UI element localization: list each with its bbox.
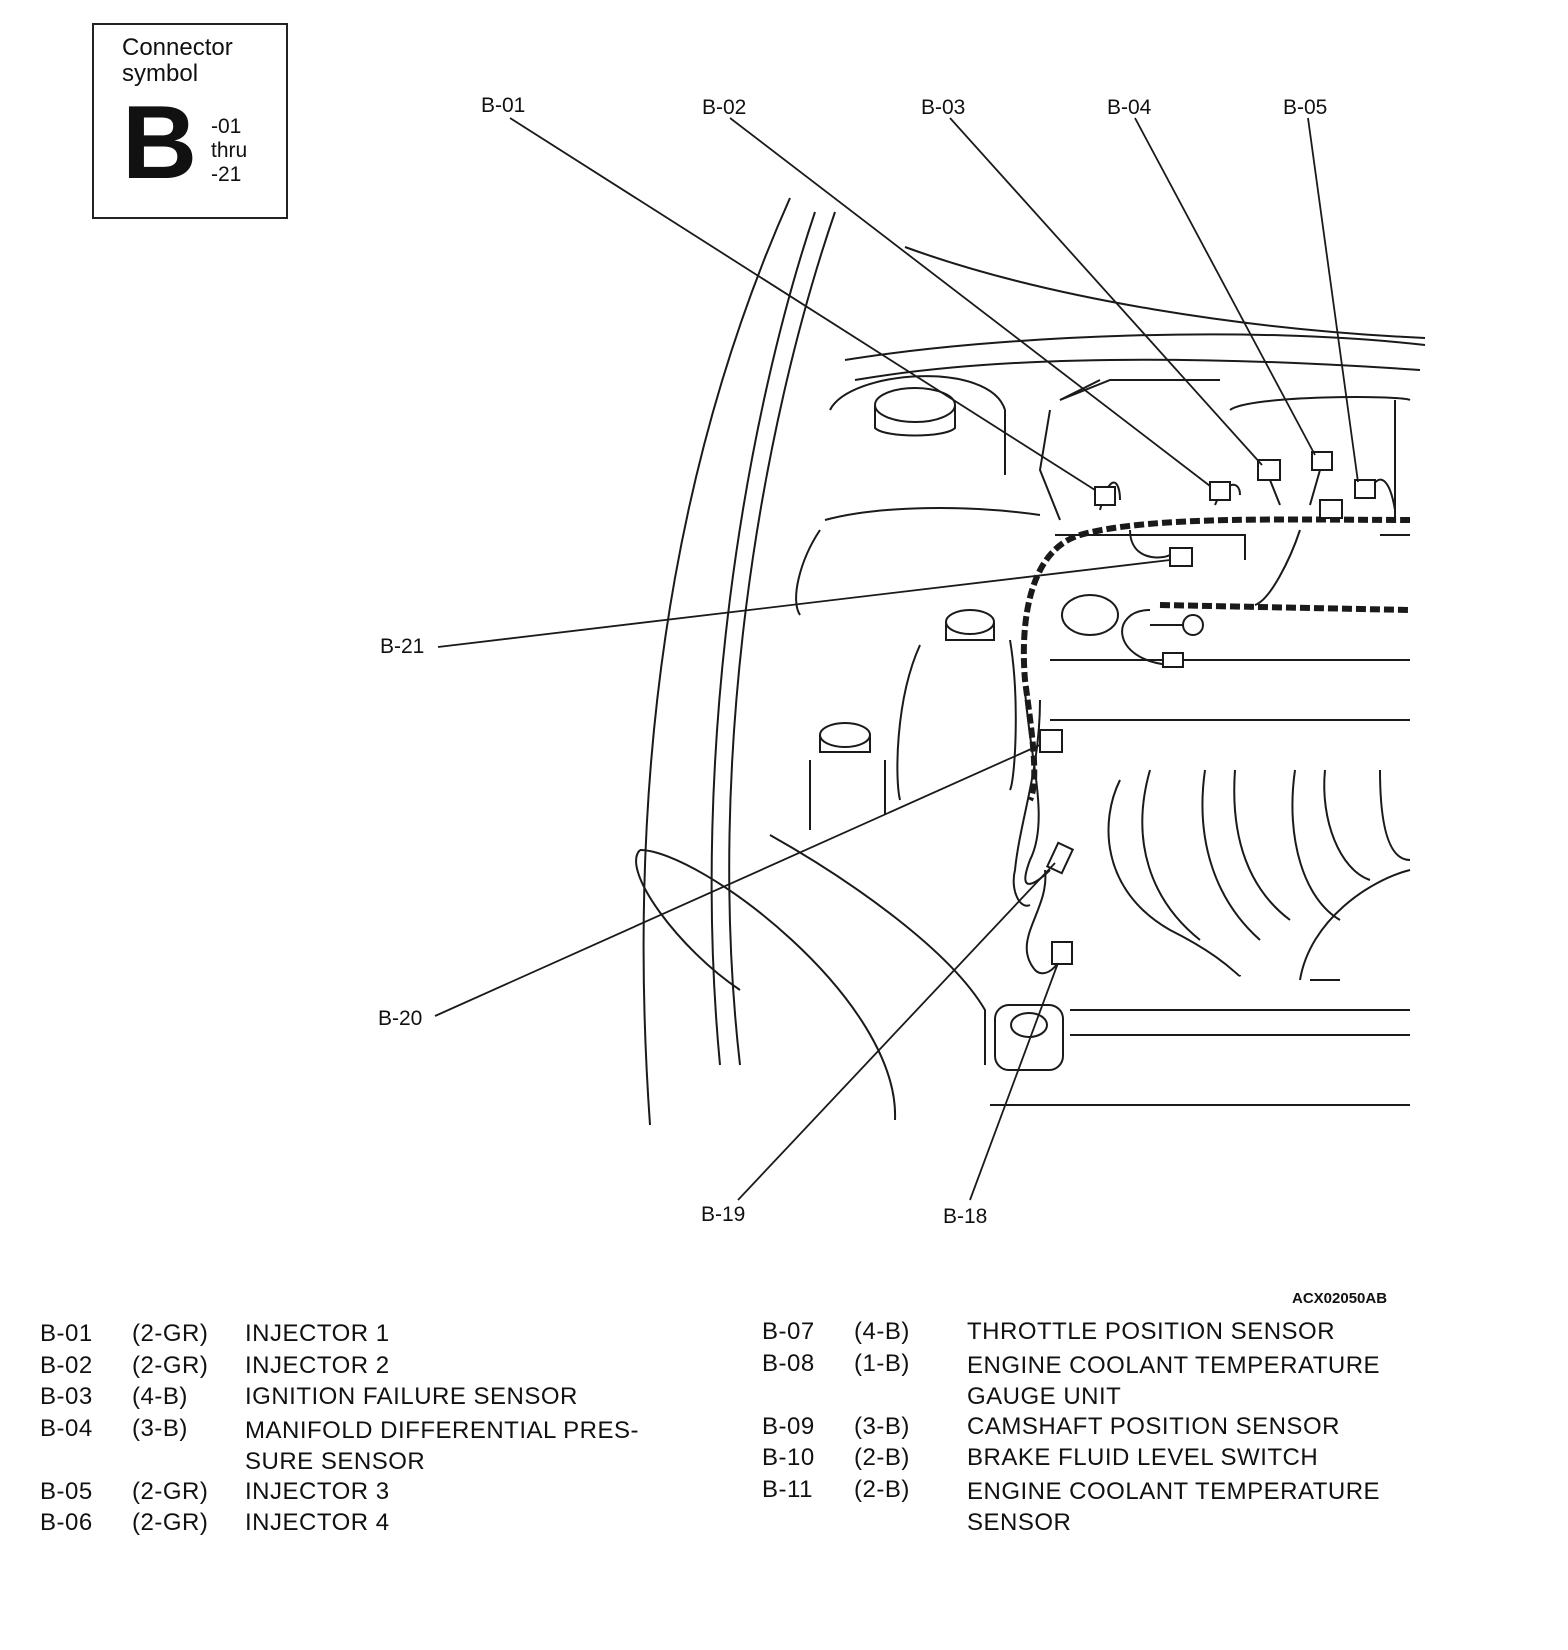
callout-b04: B-04 [1107,96,1152,119]
legend-row: B-10 (2-B) BRAKE FLUID LEVEL SWITCH [762,1444,1502,1476]
legend-code: B-10 [762,1444,815,1471]
legend-code: B-09 [762,1412,815,1440]
legend-row: B-02 (2-GR) INJECTOR 2 [40,1352,740,1384]
range-thru: thru [211,139,248,162]
legend-desc: INJECTOR 4 [245,1509,390,1536]
legend-pins: (2-GR) [132,1477,209,1505]
legend-desc: CAMSHAFT POSITION SENSOR [967,1412,1340,1440]
legend-desc: IGNITION FAILURE SENSOR [245,1383,578,1410]
legend-pins: (2-GR) [132,1320,209,1347]
legend-row: B-09 (3-B) CAMSHAFT POSITION SENSOR [762,1413,1502,1445]
range-start: -01 [211,115,242,138]
connector-b19 [1045,841,1075,875]
connector-b20 [1039,729,1063,753]
callout-b20: B-20 [378,1007,423,1030]
intake-runners [1050,396,1411,981]
connector-b05 [1354,479,1376,499]
connectors [1039,451,1376,965]
legend-desc: INJECTOR 2 [245,1351,390,1379]
legend-pins: (3-B) [854,1412,910,1440]
legend-row: B-03 (4-B) IGNITION FAILURE SENSOR [40,1383,740,1415]
callout-b18: B-18 [943,1205,988,1228]
ground-terminal [1182,614,1204,636]
legend-desc: ENGINE COOLANT TEMPERATURE SENSOR [967,1477,1381,1537]
lower-body [635,834,1410,1121]
wiring-harness [1012,469,1411,975]
range-end: -21 [211,163,242,186]
connector-symbol-range: -01 thru -21 [211,115,271,187]
callout-b01: B-01 [481,94,526,117]
legend-pins: (3-B) [132,1414,188,1442]
body-outline [642,197,1426,1126]
reservoirs [809,609,1017,830]
figure-id: ACX02050AB [1292,1290,1388,1307]
legend-row: B-01 (2-GR) INJECTOR 1 [40,1320,740,1352]
legend-desc: INJECTOR 1 [245,1320,390,1347]
legend-code: B-05 [40,1477,93,1505]
callout-b03: B-03 [921,96,966,119]
legend-code: B-01 [40,1320,93,1347]
legend-pins: (4-B) [854,1318,910,1345]
legend-row: B-08 (1-B) ENGINE COOLANT TEMPERATURE GA… [762,1350,1502,1413]
legend-desc: ENGINE COOLANT TEMPERATURE GAUGE UNIT [967,1351,1381,1411]
legend-desc: THROTTLE POSITION SENSOR [967,1318,1336,1345]
legend-code: B-03 [40,1383,93,1410]
connector-b06 [1319,499,1343,519]
strut-tower [795,375,1041,616]
connector-b02 [1209,481,1231,501]
legend-pins: (2-B) [854,1475,910,1503]
legend-desc: INJECTOR 3 [245,1477,390,1505]
legend-left: B-01 (2-GR) INJECTOR 1 B-02 (2-GR) INJEC… [40,1320,740,1541]
callout-b05: B-05 [1283,96,1328,119]
callout-b21: B-21 [380,635,425,658]
connector-b21 [1169,547,1193,567]
leader-lines [434,117,1359,1201]
connector-ground [1162,652,1184,668]
connector-b18 [1051,941,1073,965]
legend-code: B-06 [40,1509,93,1536]
connector-symbol-letter: B [122,85,198,201]
legend-desc: BRAKE FLUID LEVEL SWITCH [967,1444,1319,1471]
connector-symbol-box: Connector symbol B -01 thru -21 [92,23,288,219]
callout-b02: B-02 [702,96,747,119]
connector-b01 [1094,486,1116,506]
legend-pins: (2-GR) [132,1351,209,1379]
legend-code: B-04 [40,1414,93,1442]
legend-pins: (2-B) [854,1444,910,1471]
legend-code: B-02 [40,1351,93,1379]
legend-desc: MANIFOLD DIFFERENTIAL PRES-SURE SENSOR [245,1416,639,1476]
legend-row: B-06 (2-GR) INJECTOR 4 [40,1509,740,1541]
legend-right: B-07 (4-B) THROTTLE POSITION SENSOR B-08… [762,1318,1502,1539]
connector-b04 [1311,451,1333,471]
legend-pins: (2-GR) [132,1509,209,1536]
connector-symbol-title: Connector symbol [122,34,233,87]
legend-pins: (1-B) [854,1349,910,1377]
legend-code: B-11 [762,1475,813,1503]
legend-row: B-11 (2-B) ENGINE COOLANT TEMPERATURE SE… [762,1476,1502,1539]
legend-row: B-04 (3-B) MANIFOLD DIFFERENTIAL PRES-SU… [40,1415,740,1478]
legend-pins: (4-B) [132,1383,188,1410]
legend-code: B-08 [762,1349,815,1377]
connector-b03 [1257,459,1281,481]
legend-row: B-07 (4-B) THROTTLE POSITION SENSOR [762,1318,1502,1350]
legend-row: B-05 (2-GR) INJECTOR 3 [40,1478,740,1510]
callout-b19: B-19 [701,1203,746,1226]
legend-code: B-07 [762,1318,815,1345]
